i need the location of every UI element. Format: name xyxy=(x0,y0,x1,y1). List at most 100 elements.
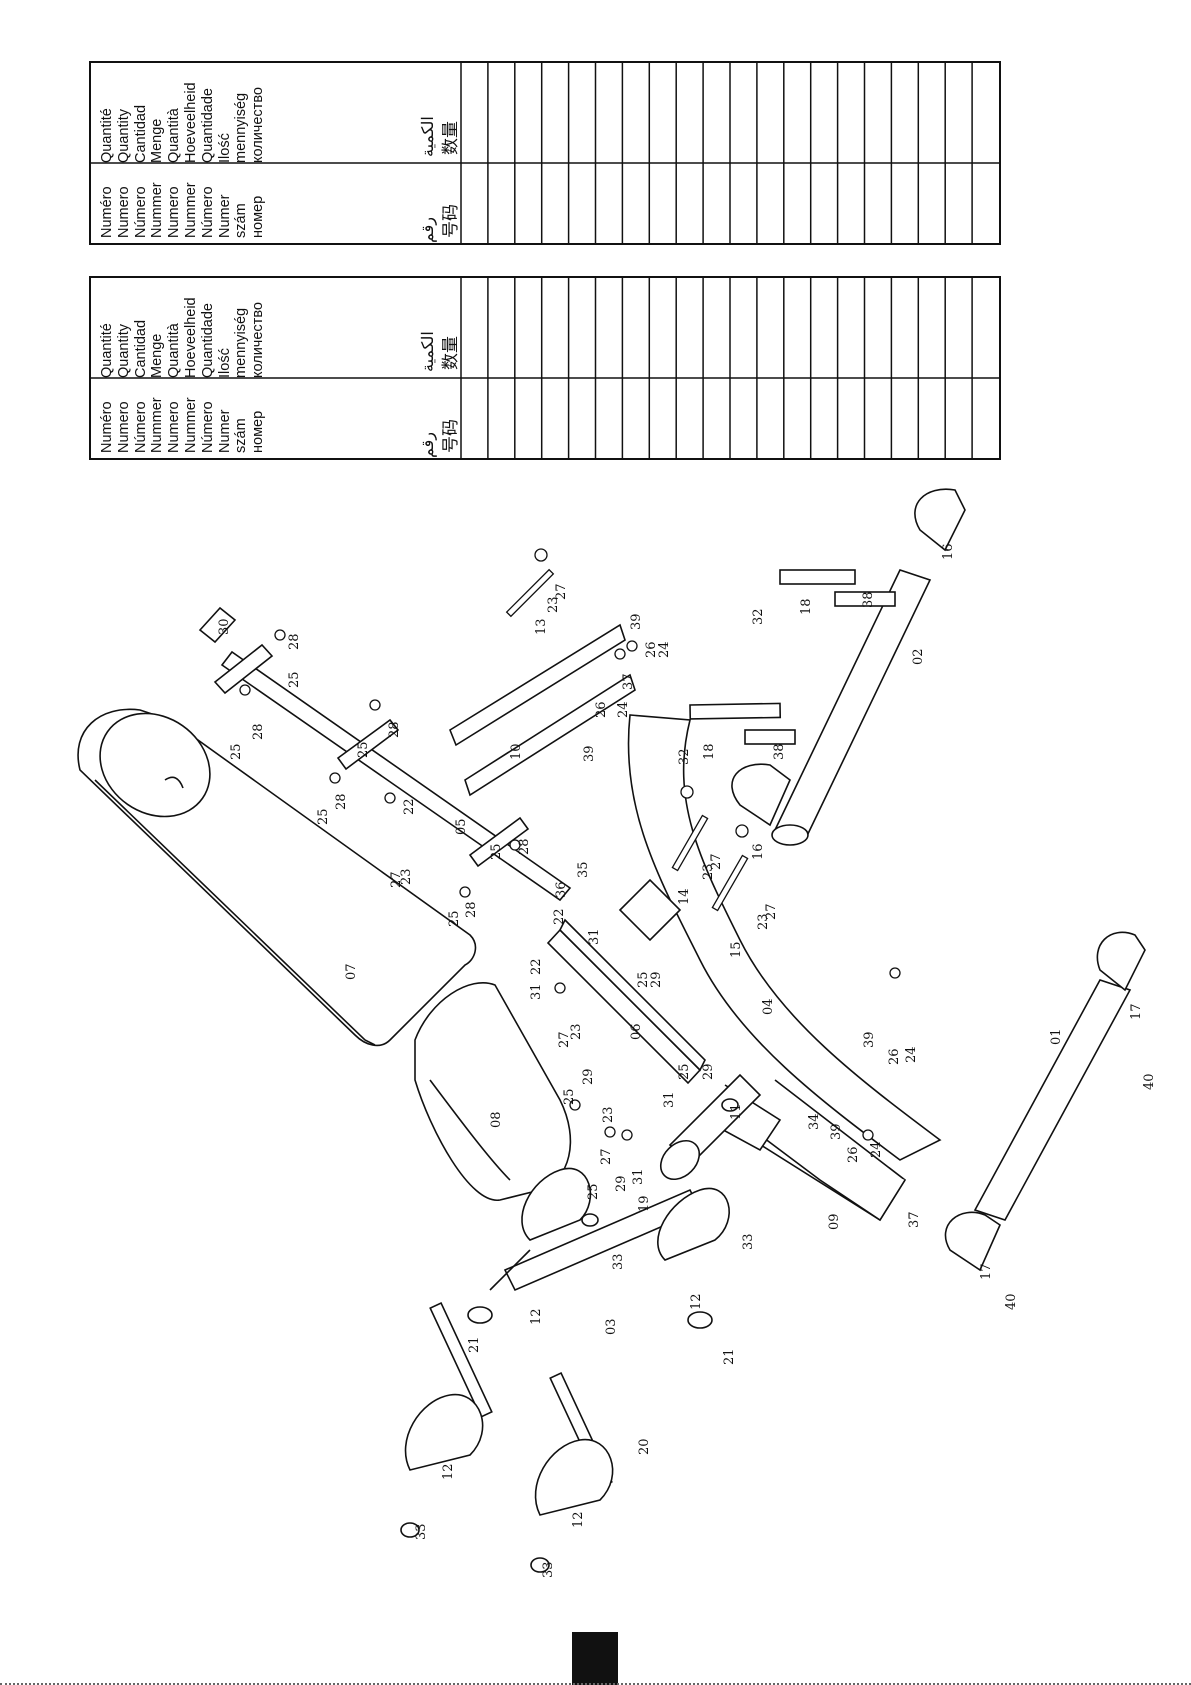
part-label-31b: 31 xyxy=(529,983,544,1000)
part-label-17a: 17 xyxy=(979,1263,994,1280)
part-label-25h: 25 xyxy=(677,1063,692,1080)
part-label-34: 34 xyxy=(807,1113,822,1130)
backrest-frame xyxy=(198,606,572,902)
part-label-26b: 26 xyxy=(594,701,609,718)
part-label-37a: 37 xyxy=(621,673,636,690)
part-label-39d: 39 xyxy=(829,1123,844,1140)
part-label-25i: 25 xyxy=(562,1088,577,1105)
part-label-11: 11 xyxy=(729,1103,744,1120)
seat-pad xyxy=(414,982,572,1201)
part-label-28b: 28 xyxy=(251,723,266,740)
part-label-27b: 27 xyxy=(709,853,724,870)
bolts xyxy=(239,548,901,1141)
part-label-21a: 21 xyxy=(467,1336,482,1353)
part-label-25c: 25 xyxy=(356,741,371,758)
part-label-40b: 40 xyxy=(1142,1073,1157,1090)
part-label-24c: 24 xyxy=(904,1046,919,1063)
exploded-assembly-diagram: 01 02 03 04 05 06 07 08 09 10 11 12 12 1… xyxy=(77,488,1157,1578)
part-label-23f: 23 xyxy=(601,1106,616,1123)
part-label-28a: 28 xyxy=(287,633,302,650)
page-number-block xyxy=(572,1632,618,1685)
part-label-25g: 25 xyxy=(636,971,651,988)
part-label-22a: 22 xyxy=(402,798,417,815)
part-label-29d: 29 xyxy=(614,1175,629,1192)
part-label-24b: 24 xyxy=(616,701,631,718)
part-label-39b: 39 xyxy=(582,745,597,762)
part-label-39c: 39 xyxy=(862,1031,877,1048)
part-label-24d: 24 xyxy=(869,1141,884,1158)
part-label-32b: 32 xyxy=(751,608,766,625)
part-label-27e: 27 xyxy=(557,1031,572,1048)
part-label-23e: 23 xyxy=(569,1023,584,1040)
part-label-28c: 28 xyxy=(387,721,402,738)
part-label-18b: 18 xyxy=(799,598,814,615)
part-label-33d: 33 xyxy=(541,1561,556,1578)
part-label-37b: 37 xyxy=(907,1211,922,1228)
part-label-23d: 23 xyxy=(399,868,414,885)
part-label-29a: 29 xyxy=(649,971,664,988)
part-label-18a: 18 xyxy=(702,743,717,760)
part-label-27d: 27 xyxy=(389,871,404,888)
main-frame xyxy=(618,714,942,1161)
part-label-32a: 32 xyxy=(677,748,692,765)
part-label-08: 08 xyxy=(489,1111,504,1128)
bottom-dotted-rule xyxy=(0,1683,1191,1685)
table-grid xyxy=(91,278,999,458)
parts-table-a: Numéro Numero Número Nummer Numero Numme… xyxy=(89,61,1001,245)
part-label-31a: 31 xyxy=(587,928,602,945)
seat-rail xyxy=(546,918,706,1085)
part-label-30: 30 xyxy=(217,618,232,635)
part-label-13: 13 xyxy=(534,618,549,635)
part-label-12a: 12 xyxy=(529,1308,544,1325)
part-label-36: 36 xyxy=(554,881,569,898)
part-label-16a: 16 xyxy=(751,843,766,860)
part-label-31d: 31 xyxy=(631,1168,646,1185)
part-label-38b: 38 xyxy=(861,591,876,608)
part-label-26a: 26 xyxy=(644,641,659,658)
part-label-25e: 25 xyxy=(489,843,504,860)
part-label-25f: 25 xyxy=(447,910,462,927)
part-label-22c: 22 xyxy=(529,958,544,975)
part-label-26d: 26 xyxy=(846,1146,861,1163)
end-caps xyxy=(731,488,1146,1272)
part-label-27a: 27 xyxy=(554,583,569,600)
part-label-22b: 22 xyxy=(552,908,567,925)
part-label-17b: 17 xyxy=(1129,1003,1144,1020)
part-label-28f: 28 xyxy=(464,901,479,918)
part-label-29b: 29 xyxy=(701,1063,716,1080)
part-label-01: 01 xyxy=(1049,1028,1064,1045)
part-label-26c: 26 xyxy=(887,1048,902,1065)
part-label-23c: 23 xyxy=(756,913,771,930)
front-stabilizer xyxy=(771,569,932,846)
rear-stabilizer xyxy=(973,979,1132,1221)
part-label-33a: 33 xyxy=(611,1253,626,1270)
part-label-10: 10 xyxy=(509,743,524,760)
part-label-02: 02 xyxy=(911,648,926,665)
sleeve-tube xyxy=(659,1073,762,1181)
part-label-15: 15 xyxy=(729,941,744,958)
part-label-25d: 25 xyxy=(316,808,331,825)
part-label-12d: 12 xyxy=(571,1511,586,1528)
part-label-28d: 28 xyxy=(334,793,349,810)
part-label-39a: 39 xyxy=(629,613,644,630)
part-label-23b: 23 xyxy=(701,863,716,880)
part-label-40a: 40 xyxy=(1004,1293,1019,1310)
part-label-33c: 33 xyxy=(414,1523,429,1540)
part-label-25a: 25 xyxy=(287,671,302,688)
foam-roller-assembly xyxy=(400,1098,739,1573)
part-label-25b: 25 xyxy=(229,743,244,760)
leg-extension-tube xyxy=(449,623,636,797)
parts-table-b: Numéro Numero Número Nummer Numero Numme… xyxy=(89,276,1001,460)
part-label-14: 14 xyxy=(677,888,692,905)
wheel-posts xyxy=(689,569,896,745)
part-label-29c: 29 xyxy=(581,1068,596,1085)
part-label-35: 35 xyxy=(576,861,591,878)
part-label-12c: 12 xyxy=(441,1463,456,1480)
part-label-20: 20 xyxy=(637,1438,652,1455)
part-label-07: 07 xyxy=(344,963,359,980)
part-label-25j: 25 xyxy=(586,1183,601,1200)
part-label-23a: 23 xyxy=(546,596,561,613)
part-label-27f: 27 xyxy=(599,1148,614,1165)
part-label-09: 09 xyxy=(827,1213,842,1230)
part-label-21b: 21 xyxy=(722,1348,737,1365)
